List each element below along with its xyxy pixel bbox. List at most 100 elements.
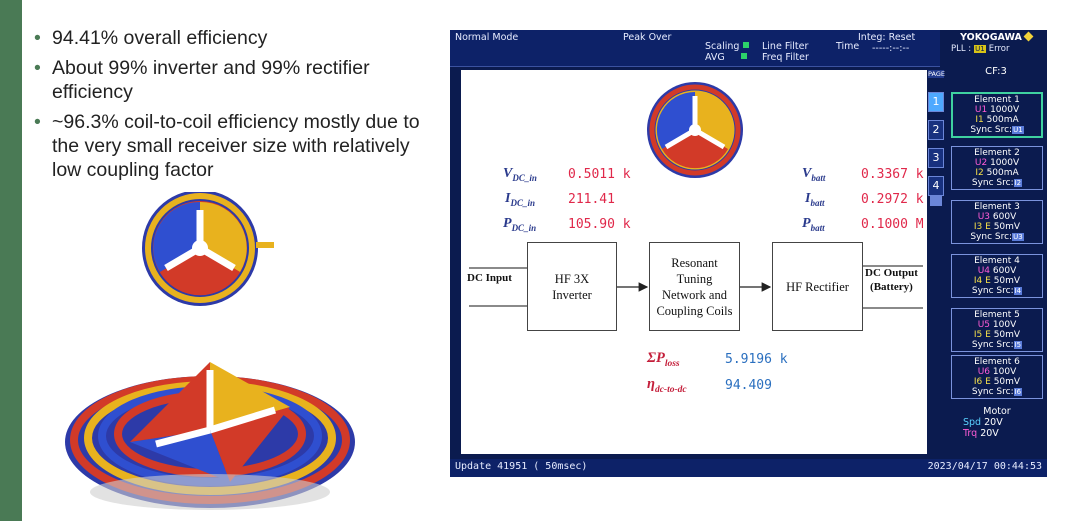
update-counter: Update 41951 ( 50msec): [455, 461, 588, 472]
i-dc-in-symbol: I: [505, 191, 511, 206]
motor-title: Motor: [983, 406, 1011, 417]
efficiency-value: 94.409: [725, 378, 772, 393]
page-tabs: PAGE 1 2 3 4: [928, 68, 945, 453]
time-label: Time: [836, 41, 860, 52]
sync-src-chip: U1: [1012, 126, 1024, 134]
bullet-item: •~96.3% coil-to-coil efficiency mostly d…: [30, 110, 430, 182]
v-batt-subscript: batt: [811, 172, 826, 183]
voltage-channel: U4: [977, 266, 991, 276]
mode-label: Normal Mode: [455, 32, 519, 43]
sync-src-label: Sync Src:: [971, 286, 1014, 296]
line-filter-label: Line Filter: [762, 41, 809, 52]
i-batt-subscript: batt: [810, 197, 825, 208]
p-batt-value: 0.1000 M: [861, 217, 924, 232]
voltage-channel: U6: [977, 367, 991, 377]
voltage-range: 1000V: [990, 105, 1020, 115]
scaling-label: Scaling: [705, 41, 740, 52]
p-dc-in-subscript: DC_in: [511, 222, 537, 233]
page-tab-2[interactable]: 2: [928, 120, 944, 140]
current-range: 50mV: [993, 276, 1021, 286]
coil-illustration: [65, 192, 355, 510]
i-batt-label: Ibatt: [805, 191, 824, 208]
sync-src-label: Sync Src:: [971, 178, 1014, 188]
current-range: 500mA: [986, 115, 1019, 125]
receiver-coil-image: [142, 192, 274, 306]
motor-box[interactable]: Motor Spd 20V Trq 20V: [951, 406, 1043, 439]
sync-src-chip: I5: [1013, 341, 1023, 349]
loss-symbol: ΣP: [647, 350, 665, 366]
element-2-box[interactable]: Element 2 U2 1000V I2 500mA Sync Src:I2: [951, 146, 1043, 190]
bullet-text: 94.41% overall efficiency: [52, 27, 268, 49]
v-dc-in-label: VDC_in: [503, 166, 537, 183]
current-range: 500mA: [986, 168, 1019, 178]
status-bar-divider: [450, 66, 940, 67]
i-dc-in-label: IDC_in: [505, 191, 535, 208]
i-dc-in-value: 211.41: [568, 192, 615, 207]
voltage-channel: U3: [977, 212, 991, 222]
bullet-text: About 99% inverter and 99% rectifier eff…: [52, 57, 370, 103]
p-batt-subscript: batt: [810, 222, 825, 233]
avg-label: AVG: [705, 52, 725, 63]
avg-indicator: AVG: [705, 52, 752, 63]
sync-src-label: Sync Src:: [970, 125, 1013, 135]
loss-subscript: loss: [664, 358, 680, 369]
brand-logo: YOKOGAWA: [945, 31, 1047, 43]
element-1-box[interactable]: Element 1 U1 1000V I1 500mA Sync Src:U1: [951, 92, 1043, 138]
i-batt-value: 0.2972 k: [861, 192, 924, 207]
element-title: Element 4: [974, 256, 1020, 266]
element-title: Element 2: [974, 148, 1020, 158]
p-batt-symbol: P: [802, 216, 811, 231]
coil-photo: [647, 82, 743, 178]
pll-source-chip: U1: [974, 45, 986, 53]
p-dc-in-label: PDC_in: [503, 216, 536, 233]
current-channel: I6 E: [973, 377, 991, 387]
bullet-dot: •: [34, 111, 41, 133]
current-range: 50mV: [993, 222, 1021, 232]
element-title: Element 5: [974, 310, 1020, 320]
element-5-box[interactable]: Element 5 U5 100V I5 E 50mV Sync Src:I5: [951, 308, 1043, 352]
diamond-icon: [1023, 31, 1034, 42]
page-down-arrow-icon[interactable]: [930, 196, 942, 206]
element-6-box[interactable]: Element 6 U6 100V I6 E 50mV Sync Src:I6: [951, 355, 1043, 399]
dc-input-label: DC Input: [467, 272, 512, 284]
current-range: 50mV: [993, 330, 1021, 340]
current-channel: I1: [975, 115, 984, 125]
current-channel: I5 E: [973, 330, 991, 340]
p-dc-in-value: 105.90 k: [568, 217, 631, 232]
hf-rectifier-block: HF Rectifier: [772, 242, 863, 331]
v-batt-value: 0.3367 k: [861, 167, 924, 182]
sync-src-chip: I6: [1013, 388, 1023, 396]
element-4-box[interactable]: Element 4 U4 600V I4 E 50mV Sync Src:I4: [951, 254, 1043, 298]
p-dc-in-symbol: P: [503, 216, 512, 231]
element-3-box[interactable]: Element 3 U3 600V I3 E 50mV Sync Src:U3: [951, 200, 1043, 244]
bullet-dot: •: [34, 57, 41, 79]
scaling-indicator: Scaling: [705, 41, 754, 52]
avg-status-icon: [740, 53, 747, 59]
torque-label: Trq: [963, 428, 978, 439]
current-channel: I4 E: [973, 276, 991, 286]
power-analyzer-screen: Normal Mode Peak Over Scaling AVG Line F…: [450, 30, 1047, 477]
page-tab-4[interactable]: 4: [928, 176, 944, 196]
torque-range: 20V: [980, 428, 999, 439]
bullet-item: •94.41% overall efficiency: [30, 26, 430, 50]
sync-src-chip: U3: [1012, 233, 1024, 241]
freq-filter-label: Freq Filter: [762, 52, 809, 63]
i-dc-in-subscript: DC_in: [510, 197, 535, 208]
resonant-tuning-block: Resonant Tuning Network and Coupling Coi…: [649, 242, 740, 331]
page-tab-1[interactable]: 1: [928, 92, 944, 112]
element-title: Element 6: [974, 357, 1020, 367]
voltage-range: 100V: [992, 320, 1017, 330]
page-label: PAGE: [928, 70, 945, 78]
p-batt-label: Pbatt: [802, 216, 825, 233]
loss-label: ΣPloss: [647, 350, 680, 369]
sync-src-label: Sync Src:: [970, 232, 1013, 242]
loss-value: 5.9196 k: [725, 352, 788, 367]
efficiency-label: ηdc-to-dc: [647, 376, 687, 395]
v-batt-label: Vbatt: [802, 166, 825, 183]
sync-src-label: Sync Src:: [971, 340, 1014, 350]
v-dc-in-value: 0.5011 k: [568, 167, 631, 182]
speed-range: 20V: [984, 417, 1003, 428]
page-tab-3[interactable]: 3: [928, 148, 944, 168]
peak-over-label: Peak Over: [623, 32, 672, 43]
